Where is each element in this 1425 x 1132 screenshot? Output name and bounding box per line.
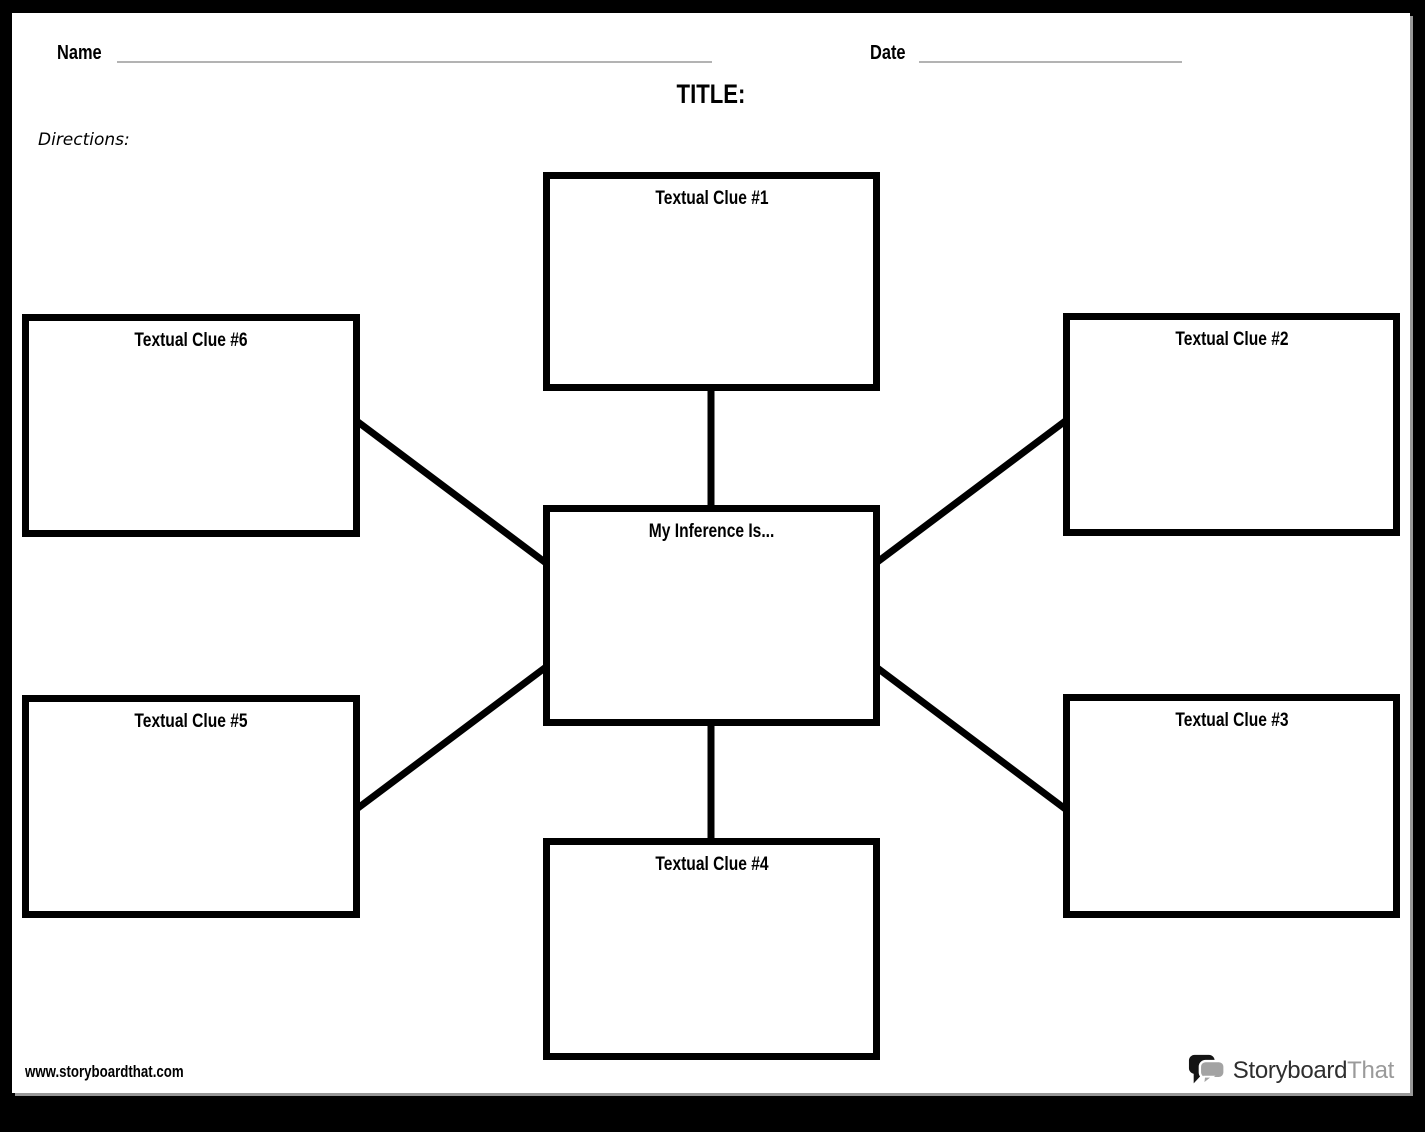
textual-clue-5-label: Textual Clue #5 bbox=[134, 711, 248, 732]
inference-center-label: My Inference Is... bbox=[648, 521, 775, 542]
storyboardthat-logo: StoryboardThat bbox=[1188, 1053, 1394, 1089]
logo-text-storyboard: Storyboard bbox=[1232, 1057, 1348, 1084]
logo-text-that: That bbox=[1347, 1057, 1394, 1084]
date-label: Date bbox=[870, 42, 906, 64]
textual-clue-1-label: Textual Clue #1 bbox=[654, 188, 769, 209]
textual-clue-6-box: Textual Clue #6 bbox=[22, 314, 360, 537]
directions-label: Directions: bbox=[38, 130, 130, 150]
name-write-line bbox=[117, 43, 712, 63]
title-row: TITLE: bbox=[12, 79, 1410, 110]
textual-clue-2-box: Textual Clue #2 bbox=[1063, 313, 1400, 536]
name-label: Name bbox=[57, 42, 102, 64]
connector-clue6-center bbox=[351, 416, 553, 569]
date-field-row: Date bbox=[870, 43, 1182, 63]
textual-clue-4-label: Textual Clue #4 bbox=[654, 854, 769, 875]
textual-clue-4-box: Textual Clue #4 bbox=[543, 838, 880, 1060]
textual-clue-2-label: Textual Clue #2 bbox=[1174, 329, 1289, 350]
textual-clue-5-box: Textual Clue #5 bbox=[22, 695, 360, 918]
title-label: TITLE: bbox=[676, 79, 746, 109]
textual-clue-6-label: Textual Clue #6 bbox=[134, 330, 248, 351]
speech-bubbles-icon bbox=[1188, 1054, 1226, 1087]
worksheet-page: Name Date TITLE: Directions: Textual Clu… bbox=[12, 13, 1410, 1093]
connector-clue5-center bbox=[351, 661, 553, 814]
website-url: www.storyboardthat.com bbox=[25, 1062, 184, 1081]
connector-lines bbox=[351, 385, 1071, 845]
name-field-row: Name bbox=[57, 43, 712, 63]
textual-clue-1-box: Textual Clue #1 bbox=[543, 172, 880, 391]
textual-clue-3-box: Textual Clue #3 bbox=[1063, 694, 1400, 918]
date-write-line bbox=[919, 43, 1182, 63]
inference-center-box: My Inference Is... bbox=[543, 505, 880, 726]
connector-clue3-center bbox=[869, 661, 1071, 814]
textual-clue-3-label: Textual Clue #3 bbox=[1174, 710, 1289, 731]
connector-clue2-center bbox=[869, 416, 1071, 569]
